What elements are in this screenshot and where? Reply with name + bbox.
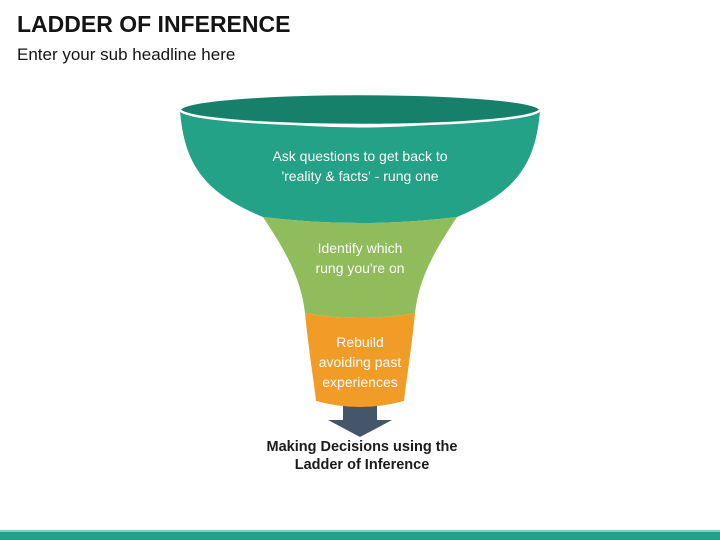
funnel-label-line: Identify which [317, 240, 403, 256]
footer-accent-bar [0, 530, 720, 540]
funnel-label-rung-one: Ask questions to get back to 'reality & … [230, 146, 490, 186]
page-subtitle: Enter your sub headline here [17, 45, 236, 64]
funnel-label-line: avoiding past [318, 354, 402, 370]
funnel-label-rebuild: Rebuild avoiding past experiences [290, 332, 430, 392]
funnel-segment-rung-one [180, 110, 540, 223]
funnel-label-line: Rebuild [336, 334, 384, 350]
funnel-label-identify-rung: Identify which rung you're on [280, 238, 440, 278]
funnel-caption: Making Decisions using the Ladder of Inf… [252, 438, 472, 474]
funnel-segment-identify-rung [263, 217, 457, 318]
caption-line: Ladder of Inference [294, 457, 430, 473]
funnel-label-line: rung you're on [315, 260, 405, 276]
down-arrow [328, 400, 392, 437]
caption-line: Making Decisions using the [266, 439, 458, 455]
funnel-top-opening [178, 92, 542, 127]
funnel-segment-rebuild [305, 313, 415, 407]
page-title: LADDER OF INFERENCE [17, 11, 291, 37]
funnel-label-line: experiences [322, 374, 398, 390]
funnel-label-line: Ask questions to get back to [272, 148, 448, 164]
funnel-label-line: 'reality & facts' - rung one [281, 168, 439, 184]
